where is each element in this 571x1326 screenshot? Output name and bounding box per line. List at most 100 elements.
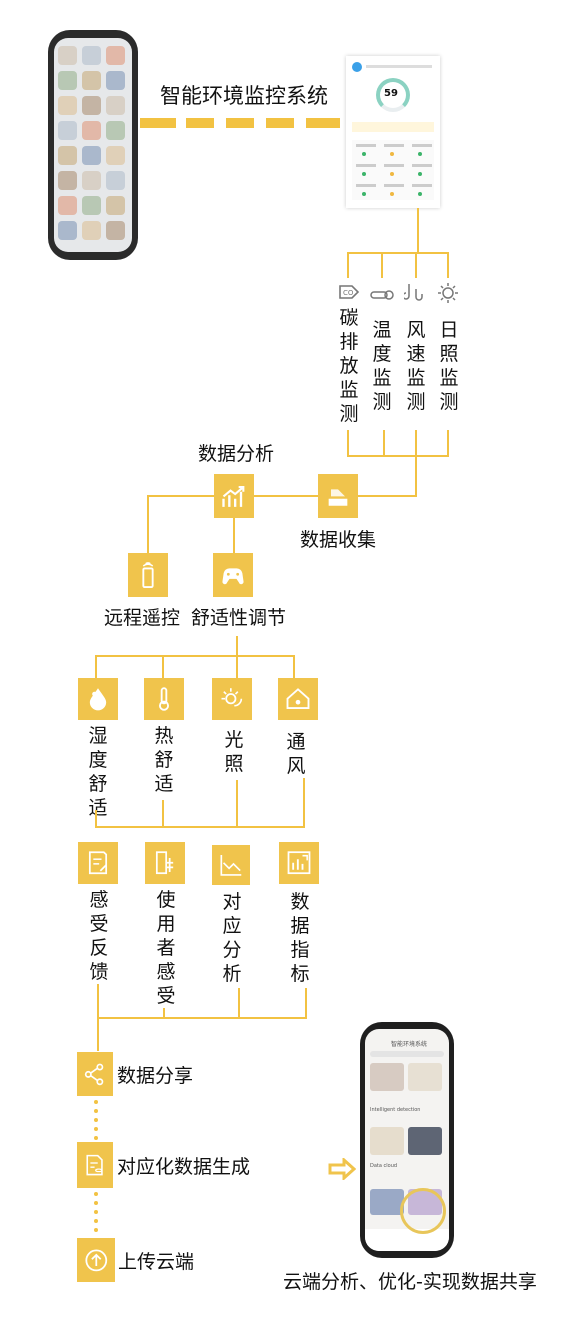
share-node [77, 1052, 113, 1096]
dot [94, 1118, 98, 1122]
comfort-label-thermal: 热舒适 [154, 725, 174, 795]
status-dot [418, 152, 422, 156]
dot [94, 1109, 98, 1113]
app-tile [82, 96, 101, 115]
monitor-label-sun: 日照监测 [439, 319, 459, 413]
app-tile [58, 146, 77, 165]
status-dot [362, 192, 366, 196]
cloud-app-header: 智能环境系统 [391, 1041, 428, 1048]
dashboard-cell [412, 144, 432, 147]
feedback-label-metrics: 数据指标 [290, 891, 310, 985]
bar-chart-icon [287, 851, 311, 875]
system-title: 智能环境监控系统 [160, 84, 328, 108]
remote-control-label: 远程遥控 [104, 607, 181, 629]
share-icon [85, 1063, 104, 1085]
section-data-cloud: Data cloud [370, 1163, 398, 1169]
app-tile [58, 71, 77, 90]
app-tile [82, 46, 101, 65]
home-screen-phone [48, 30, 138, 260]
app-tile [106, 146, 125, 165]
humidity-icon [89, 688, 107, 711]
app-tile [106, 121, 125, 140]
metrics-node [279, 842, 319, 884]
thermometer-icon [158, 687, 170, 712]
analysis-chart-icon [222, 485, 245, 507]
data-collection-node [318, 474, 358, 518]
upload-node [77, 1238, 115, 1282]
dashboard-cell [384, 144, 404, 147]
generate-label: 对应化数据生成 [117, 1156, 251, 1178]
app-tile [82, 121, 101, 140]
app-tile [58, 46, 77, 65]
dashboard-cell [356, 164, 376, 167]
app-tile [106, 221, 125, 240]
feedback-node [78, 842, 118, 884]
document-icon [86, 1154, 104, 1176]
correlation-node [212, 845, 250, 885]
comfort-adjust-label: 舒适性调节 [191, 607, 287, 629]
dashboard-cell [356, 144, 376, 147]
app-tile [58, 96, 77, 115]
light-node [212, 678, 252, 720]
svg-text:CO: CO [343, 289, 354, 297]
status-dot [390, 172, 394, 176]
cloud-caption: 云端分析、优化-实现数据共享 [283, 1271, 537, 1293]
app-tile [106, 71, 125, 90]
light-icon [221, 688, 243, 707]
collection-icon [328, 488, 348, 506]
thermal-node [144, 678, 184, 720]
comfort-label-ventilation: 通风 [286, 731, 306, 777]
app-tile [106, 171, 125, 190]
upload-label: 上传云端 [118, 1251, 195, 1273]
app-tile [82, 171, 101, 190]
dot [94, 1100, 98, 1104]
monitor-label-wind: 风速监测 [406, 319, 426, 413]
app-tile [58, 171, 77, 190]
gauge-value: 59 [384, 88, 398, 99]
cloud-app-phone: 智能环境系统 Intelligent detection Data cloud [360, 1022, 454, 1258]
status-dot [418, 192, 422, 196]
app-tile [58, 196, 77, 215]
co2-icon: CO [338, 283, 360, 301]
temperature-icon [370, 286, 394, 300]
dot [94, 1219, 98, 1223]
status-dot [390, 192, 394, 196]
share-label: 数据分享 [117, 1065, 194, 1087]
status-dot [362, 152, 366, 156]
app-tile [106, 196, 125, 215]
status-dot [418, 172, 422, 176]
ventilation-node [278, 678, 318, 720]
dot [94, 1228, 98, 1232]
dot [94, 1192, 98, 1196]
section-intelligent-detection: Intelligent detection [370, 1107, 421, 1113]
feedback-label-feel: 感受反馈 [89, 889, 109, 983]
dot [94, 1136, 98, 1140]
monitor-label-co2: 碳排放监测 [339, 307, 359, 425]
line-chart-icon [220, 855, 241, 876]
status-dot [390, 152, 394, 156]
app-tile [106, 96, 125, 115]
gauge [376, 78, 410, 112]
monitor-label-temperature: 温度监测 [372, 319, 392, 413]
dot [94, 1127, 98, 1131]
dashboard-screenshot: 59 [346, 56, 440, 208]
generate-node [77, 1142, 113, 1188]
dot [94, 1210, 98, 1214]
app-tile [82, 71, 101, 90]
gamepad-icon [222, 567, 244, 584]
app-tile [58, 121, 77, 140]
app-tile [82, 196, 101, 215]
arrow-icon [328, 1156, 357, 1182]
data-analysis-node [214, 474, 254, 518]
wind-icon [402, 283, 428, 301]
highlight-circle [400, 1188, 446, 1234]
dashboard-cell [384, 164, 404, 167]
note-icon [88, 851, 108, 875]
user-feel-icon [155, 851, 174, 875]
app-tile [58, 221, 77, 240]
house-icon [286, 688, 310, 710]
remote-icon [142, 561, 154, 588]
app-tile [82, 146, 101, 165]
cloud-upload-icon [85, 1249, 107, 1271]
tab-bar [365, 1229, 449, 1251]
